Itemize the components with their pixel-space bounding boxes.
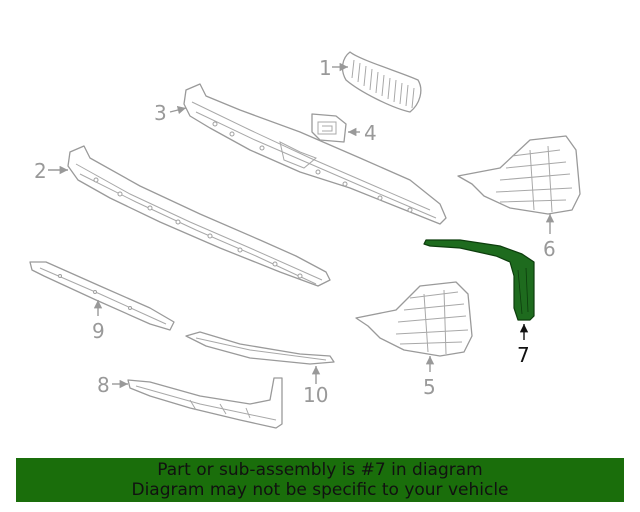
part-4-sensor-bracket[interactable] (311, 113, 347, 143)
callout-5: 5 (423, 375, 436, 399)
part-6-fog-grille-right[interactable] (457, 135, 581, 215)
callout-8: 8 (97, 373, 110, 397)
callout-6: 6 (543, 237, 556, 261)
part-2-lower-bracket[interactable] (67, 145, 331, 287)
leader-line-3 (169, 105, 187, 115)
part-info-banner: Part or sub-assembly is #7 in diagram Di… (16, 458, 624, 502)
banner-line-disclaimer: Diagram may not be specific to your vehi… (131, 480, 509, 500)
callout-4: 4 (364, 121, 377, 145)
part-8-air-deflector[interactable] (127, 377, 283, 429)
part-10-lower-lip-trim[interactable] (185, 331, 335, 365)
part-9-trim-strip[interactable] (29, 261, 175, 331)
banner-line-part: Part or sub-assembly is #7 in diagram (157, 460, 483, 480)
part-3-upper-bracket[interactable] (183, 83, 447, 225)
callout-7: 7 (517, 343, 530, 367)
part-1-grille-insert[interactable] (341, 51, 422, 113)
callout-10: 10 (303, 383, 328, 407)
callout-3: 3 (154, 101, 167, 125)
part-7-highlighted-bracket[interactable] (423, 239, 535, 321)
part-5-fog-grille-left[interactable] (355, 281, 473, 357)
callout-1: 1 (319, 56, 332, 80)
callout-2: 2 (34, 159, 47, 183)
callout-9: 9 (92, 319, 105, 343)
